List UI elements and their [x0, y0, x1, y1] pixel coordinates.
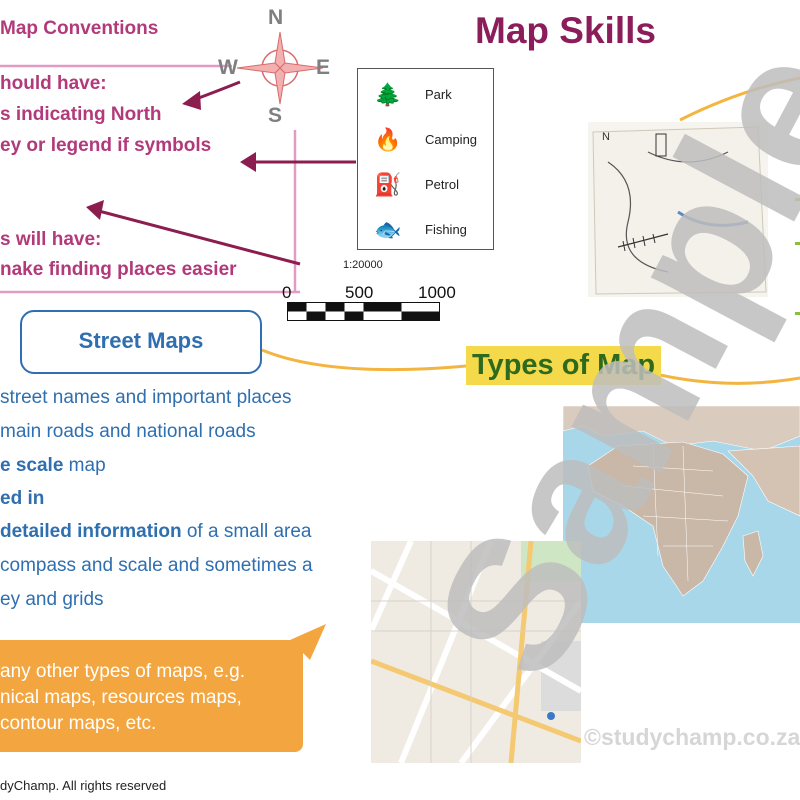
legend-item-camping: 🔥 Camping	[358, 120, 493, 160]
campfire-icon: 🔥	[374, 127, 402, 152]
conventions-line: ey or legend if symbols	[0, 135, 212, 156]
callout-line: any other types of maps, e.g.	[0, 661, 246, 682]
legend-item-park: 🌲 Park	[358, 75, 493, 115]
street-maps-line: ed in	[0, 488, 45, 509]
street-maps-line: compass and scale and sometimes a	[0, 555, 313, 576]
scale-ratio: 1:20000	[343, 259, 383, 271]
fish-icon: 🐟	[374, 217, 402, 242]
conventions-line: s indicating North	[0, 104, 162, 125]
street-maps-line: ey and grids	[0, 589, 104, 610]
legend-label: Petrol	[425, 177, 459, 192]
legend-label: Fishing	[425, 222, 467, 237]
conventions-heading: Map Conventions	[0, 18, 159, 39]
other-map-types-callout: any other types of maps, e.g. nical maps…	[0, 640, 303, 752]
site-watermark: ©studychamp.co.za	[584, 724, 800, 750]
legend-label: Park	[425, 87, 452, 102]
svg-text:N: N	[602, 131, 610, 143]
tree-icon: 🌲	[374, 82, 402, 107]
types-of-maps-label: Types of Map	[466, 346, 662, 385]
street-maps-heading: Street Maps	[78, 328, 204, 353]
callout-line: nical maps, resources maps,	[0, 687, 242, 708]
legend-label: Camping	[425, 132, 478, 147]
legend-item-fishing: 🐟 Fishing	[358, 210, 493, 250]
sketch-map-image: N	[588, 122, 768, 297]
conventions-line: s will have:	[0, 229, 102, 250]
callout-line: contour maps, etc.	[0, 713, 157, 734]
compass-e: E	[316, 56, 331, 79]
conventions-line: nake finding places easier	[0, 259, 237, 280]
street-maps-box	[20, 310, 262, 374]
page-title: Map Skills	[475, 10, 656, 51]
copyright-footer: dyChamp. All rights reserved	[0, 778, 167, 793]
compass-s: S	[268, 104, 283, 127]
compass-n: N	[268, 6, 284, 29]
map-legend: 🌲 Park 🔥 Camping ⛽ Petrol 🐟 Fishing	[357, 68, 494, 250]
street-maps-line: main roads and national roads	[0, 421, 256, 442]
callout-pointer	[290, 624, 326, 660]
political-world-map-image	[563, 406, 800, 623]
fuel-pump-icon: ⛽	[374, 172, 402, 197]
conventions-line: hould have:	[0, 73, 107, 94]
street-maps-line: street names and important places	[0, 387, 292, 408]
legend-item-petrol: ⛽ Petrol	[358, 165, 493, 205]
scale-bar	[287, 302, 440, 321]
street-maps-line: e scale map	[0, 455, 106, 476]
compass-rose-icon	[236, 31, 324, 105]
scale-tick-label: 1000	[418, 283, 456, 302]
street-map-image	[371, 541, 581, 763]
street-maps-line: detailed information of a small area	[0, 521, 312, 542]
scale-tick-label: 500	[345, 283, 374, 302]
compass-w: W	[218, 56, 238, 79]
scale-tick-label: 0	[282, 283, 292, 302]
